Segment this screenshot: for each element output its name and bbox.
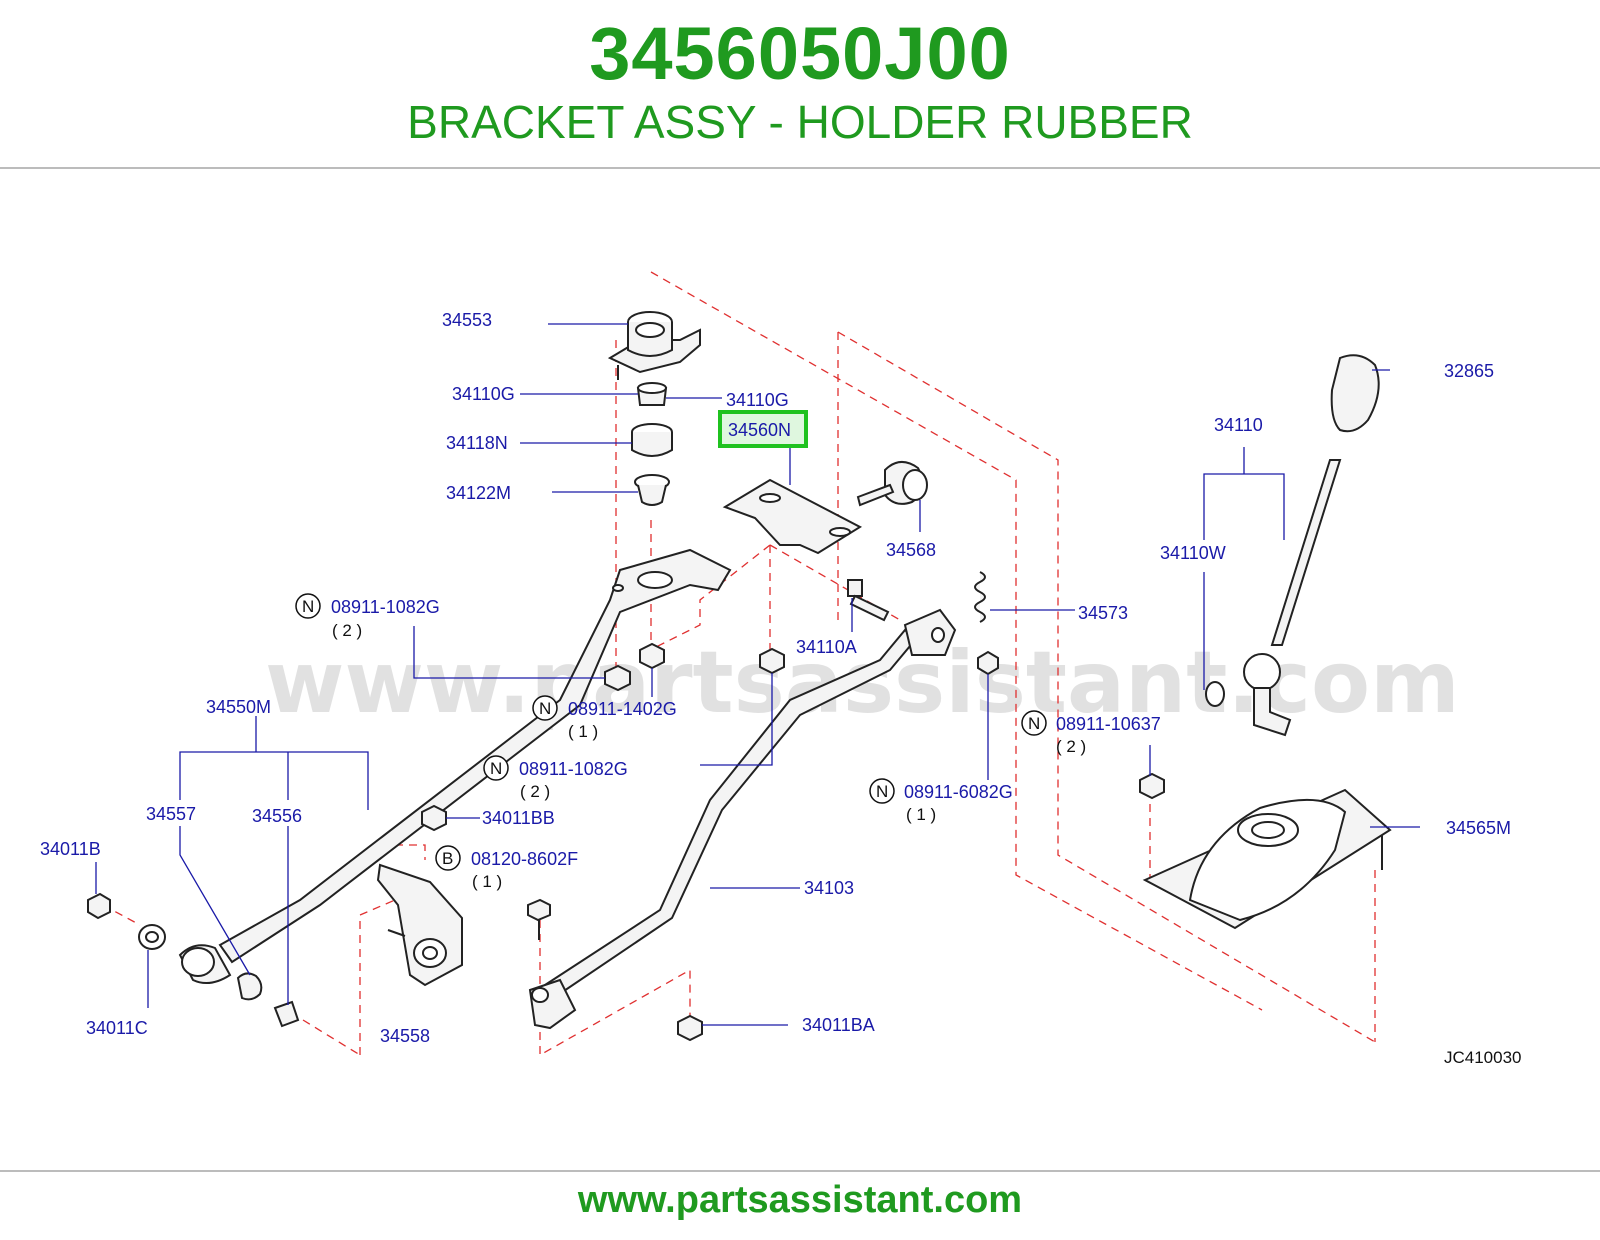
fastener-qty: ( 1 ): [568, 722, 598, 741]
fastener-part: 08120-8602F: [471, 849, 578, 869]
fastener-qty: ( 2 ): [1056, 737, 1086, 756]
fastener-part: 08911-1082G: [331, 597, 440, 617]
fastener-qty: ( 2 ): [520, 782, 550, 801]
footer-url[interactable]: www.partsassistant.com: [577, 1179, 1023, 1221]
footer-divider: [0, 1170, 1600, 1172]
fastener-qty: ( 1 ): [472, 872, 502, 891]
label-34110g-left: 34110G: [452, 384, 515, 404]
fastener-part: 08911-10637: [1056, 714, 1161, 734]
label-34556: 34556: [252, 806, 302, 826]
label-34103: 34103: [804, 878, 854, 898]
fastener-prefix: N: [302, 597, 314, 616]
fastener-2: N 08911-1402G ( 1 ): [532, 695, 677, 741]
fastener-callouts: N 08911-1082G ( 2 ) N 08911-1402G ( 1 ) …: [295, 593, 1161, 891]
page-title: 3456050J00: [589, 12, 1011, 95]
part-drawings: [87, 311, 1392, 1042]
label-34122m: 34122M: [446, 483, 511, 503]
lever-34550m-shape: [218, 548, 732, 964]
fastener-prefix: N: [490, 759, 502, 778]
fastener-prefix: N: [539, 699, 551, 718]
knob-32865-shape: [1330, 354, 1380, 433]
label-34011b: 34011B: [40, 839, 101, 859]
parts-diagram: www.partsassistant.com: [40, 271, 1522, 1067]
bracket-34560n-shape: [722, 478, 863, 555]
part-labels: 34553 34110G 34110G 34118N 34122M 34560N…: [40, 310, 1511, 1046]
label-34568: 34568: [886, 540, 936, 560]
label-34557: 34557: [146, 804, 196, 824]
label-34011c: 34011C: [86, 1018, 148, 1038]
fastener-4: N 08911-10637 ( 2 ): [1021, 710, 1161, 756]
label-34560n: 34560N: [728, 420, 791, 440]
fastener-part: 08911-6082G: [904, 782, 1013, 802]
highlight-box: [718, 410, 808, 448]
diagram-code: JC410030: [1444, 1048, 1522, 1067]
label-34011ba: 34011BA: [802, 1015, 875, 1035]
fastener-3: N 08911-1082G ( 2 ): [483, 755, 628, 801]
label-34565m: 34565M: [1446, 818, 1511, 838]
header-divider: [0, 167, 1600, 169]
fastener-prefix: N: [1028, 714, 1040, 733]
label-32865: 32865: [1444, 361, 1494, 381]
label-34558: 34558: [380, 1026, 430, 1046]
label-34110w: 34110W: [1160, 543, 1226, 563]
fastener-part: 08911-1082G: [519, 759, 628, 779]
label-34110a: 34110A: [796, 637, 857, 657]
fastener-qty: ( 2 ): [332, 621, 362, 640]
fastener-6: B 08120-8602F ( 1 ): [435, 845, 578, 891]
label-34118n: 34118N: [446, 433, 508, 453]
fastener-1: N 08911-1082G ( 2 ): [295, 593, 440, 640]
fastener-qty: ( 1 ): [906, 805, 936, 824]
label-34110: 34110: [1214, 415, 1263, 435]
label-34110g-right: 34110G: [726, 390, 789, 410]
label-34550m: 34550M: [206, 697, 271, 717]
label-34011bb: 34011BB: [482, 808, 555, 828]
fastener-prefix: N: [876, 782, 888, 801]
fastener-5: N 08911-6082G ( 1 ): [869, 778, 1013, 824]
leader-lines: [95, 323, 1420, 1026]
label-34553: 34553: [442, 310, 492, 330]
label-34573: 34573: [1078, 603, 1128, 623]
part-name: BRACKET ASSY - HOLDER RUBBER: [407, 96, 1193, 148]
fastener-part: 08911-1402G: [568, 699, 677, 719]
bracket-34558-shape: [376, 863, 463, 987]
fastener-prefix: B: [442, 849, 453, 868]
